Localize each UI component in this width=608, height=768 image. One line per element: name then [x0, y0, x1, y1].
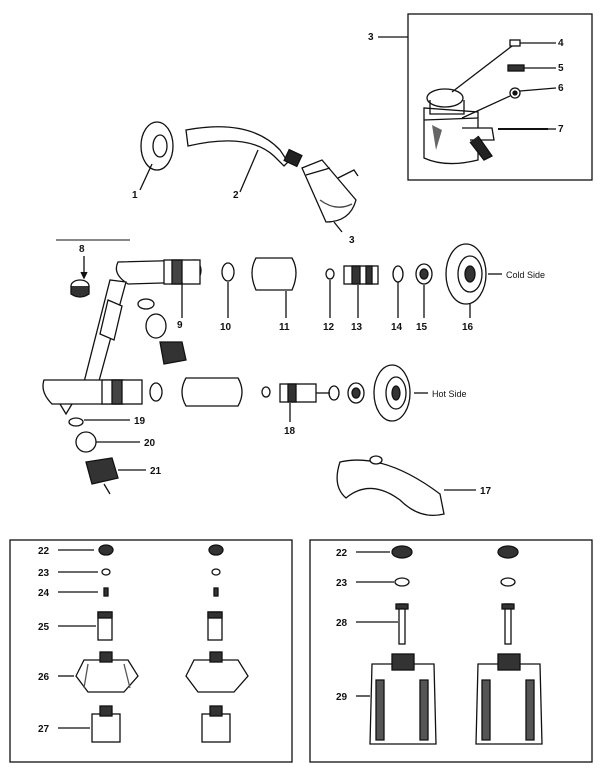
shower-arm-icon	[185, 126, 289, 193]
label-part-24: 24	[38, 588, 50, 599]
label-part-22-left: 22	[38, 546, 50, 557]
hot-side-label: Hot Side	[432, 389, 467, 399]
label-part-23-right: 23	[336, 578, 348, 589]
label-part-22-right: 22	[336, 548, 348, 559]
part-19-ring-icon	[68, 417, 130, 427]
label-part-21: 21	[150, 466, 162, 477]
label-part-6: 6	[558, 83, 564, 94]
label-part-11: 11	[279, 322, 290, 333]
label-part-4: 4	[558, 38, 564, 49]
label-part-14: 14	[391, 322, 403, 333]
inset-handle-icon	[423, 88, 495, 165]
part-4-screw-icon	[451, 39, 556, 93]
label-part-20: 20	[144, 438, 156, 449]
label-part-25: 25	[38, 622, 50, 633]
valve-body-icon	[42, 239, 202, 416]
shower-flange-icon	[139, 121, 174, 191]
part-14-ring-icon	[392, 265, 404, 318]
part-17-tub-spout-icon	[336, 455, 476, 517]
part-15-nut-icon	[415, 263, 433, 318]
label-part-17: 17	[480, 486, 492, 497]
label-part-23-left: 23	[38, 568, 50, 579]
part-11-sleeve-icon	[251, 257, 297, 318]
label-part-8: 8	[79, 244, 85, 255]
label-part-28: 28	[336, 618, 348, 629]
label-part-2: 2	[233, 190, 239, 201]
label-part-27: 27	[38, 724, 50, 735]
label-part-13: 13	[351, 322, 363, 333]
label-part-1: 1	[132, 190, 138, 201]
label-part-5: 5	[558, 63, 564, 74]
label-part-26: 26	[38, 672, 50, 683]
label-part-3: 3	[349, 235, 355, 246]
label-part-19: 19	[134, 416, 146, 427]
label-part-18: 18	[284, 426, 296, 437]
single-handle-parts-box	[309, 539, 593, 763]
two-handle-parts-box	[9, 539, 293, 763]
part-16-escutcheon-icon	[445, 243, 487, 318]
shower-head-icon	[283, 148, 359, 233]
part-13-stem-icon	[343, 265, 379, 318]
label-part-10: 10	[220, 322, 232, 333]
part-8-cap-icon	[70, 256, 90, 298]
label-part-15: 15	[416, 322, 428, 333]
label-part-16: 16	[462, 322, 474, 333]
part-6-nut-icon	[461, 87, 557, 119]
hot-side-parts-icon	[149, 364, 428, 422]
label-part-3-inset: 3	[368, 32, 374, 43]
label-part-7: 7	[558, 124, 564, 135]
part-20-sleeve-icon	[75, 431, 140, 453]
label-part-9: 9	[177, 320, 183, 331]
label-part-29: 29	[336, 692, 348, 703]
part-labels: 1 2 3 3 4 5 6 7 8 9 10 11 12 13 14 15 16…	[38, 32, 564, 735]
part-10-oring-icon	[221, 262, 235, 318]
label-part-12: 12	[323, 322, 335, 333]
part-9-washer-icon	[137, 282, 187, 365]
part-12-washer-icon	[325, 268, 335, 318]
part-5-setscrew-icon	[507, 64, 556, 72]
part-21-handle-icon	[85, 457, 146, 495]
inset-cartridge-box	[378, 13, 593, 181]
cold-side-label: Cold Side	[506, 270, 545, 280]
